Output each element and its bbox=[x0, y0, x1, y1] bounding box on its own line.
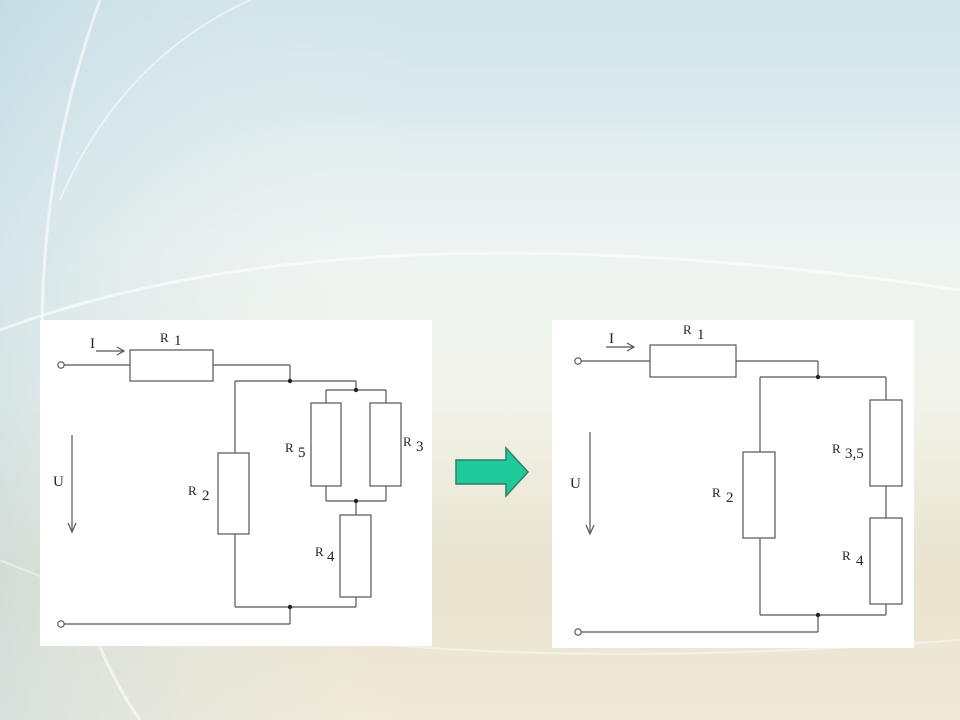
r3-index: 3 bbox=[416, 439, 424, 455]
resistor-r4 bbox=[869, 517, 903, 605]
r1-letter: R bbox=[160, 330, 169, 345]
r4-letter: R bbox=[315, 544, 324, 559]
terminal-bottom bbox=[574, 628, 582, 636]
resistor-r5 bbox=[310, 402, 342, 487]
resistor-r1 bbox=[129, 349, 214, 382]
left-circuit-diagram: I U R 1 R 2 R 3 R 4 R 5 bbox=[53, 330, 424, 628]
right-circuit-panel: I U R 1 R 2 R 3,5 R 4 bbox=[552, 320, 914, 648]
junction-dots bbox=[815, 374, 821, 618]
left-circuit-panel: I U R 1 R 2 R 3 R 4 R 5 bbox=[40, 320, 432, 646]
r5-letter: R bbox=[285, 440, 294, 455]
r4-index: 4 bbox=[856, 553, 864, 569]
r2-letter: R bbox=[188, 483, 197, 498]
r4-index: 4 bbox=[327, 549, 335, 565]
r35-index: 3,5 bbox=[845, 446, 864, 462]
resistor-r4 bbox=[339, 514, 372, 598]
resistor-r1 bbox=[649, 344, 737, 378]
r2-letter: R bbox=[712, 485, 721, 500]
current-label: I bbox=[609, 331, 614, 347]
resistor-r2 bbox=[217, 452, 250, 535]
terminal-top bbox=[574, 357, 582, 365]
resistor-r2 bbox=[742, 451, 776, 539]
r2-index: 2 bbox=[202, 488, 210, 504]
terminal-top bbox=[57, 361, 65, 369]
r2-index: 2 bbox=[726, 490, 734, 506]
voltage-label: U bbox=[570, 476, 581, 492]
r1-index: 1 bbox=[174, 333, 182, 349]
r35-letter: R bbox=[832, 441, 841, 456]
resistor-r35 bbox=[869, 399, 903, 487]
terminal-bottom bbox=[57, 620, 65, 628]
r3-letter: R bbox=[403, 434, 412, 449]
junction-dots bbox=[287, 378, 359, 610]
r5-index: 5 bbox=[298, 445, 306, 461]
r1-letter: R bbox=[683, 322, 692, 337]
resistor-r3 bbox=[369, 402, 402, 487]
r1-index: 1 bbox=[697, 327, 705, 343]
right-circuit-diagram: I U R 1 R 2 R 3,5 R 4 bbox=[570, 322, 903, 636]
r4-letter: R bbox=[842, 548, 851, 563]
current-label: I bbox=[90, 336, 95, 352]
voltage-label: U bbox=[53, 474, 64, 490]
right-arrow-icon bbox=[455, 446, 530, 498]
